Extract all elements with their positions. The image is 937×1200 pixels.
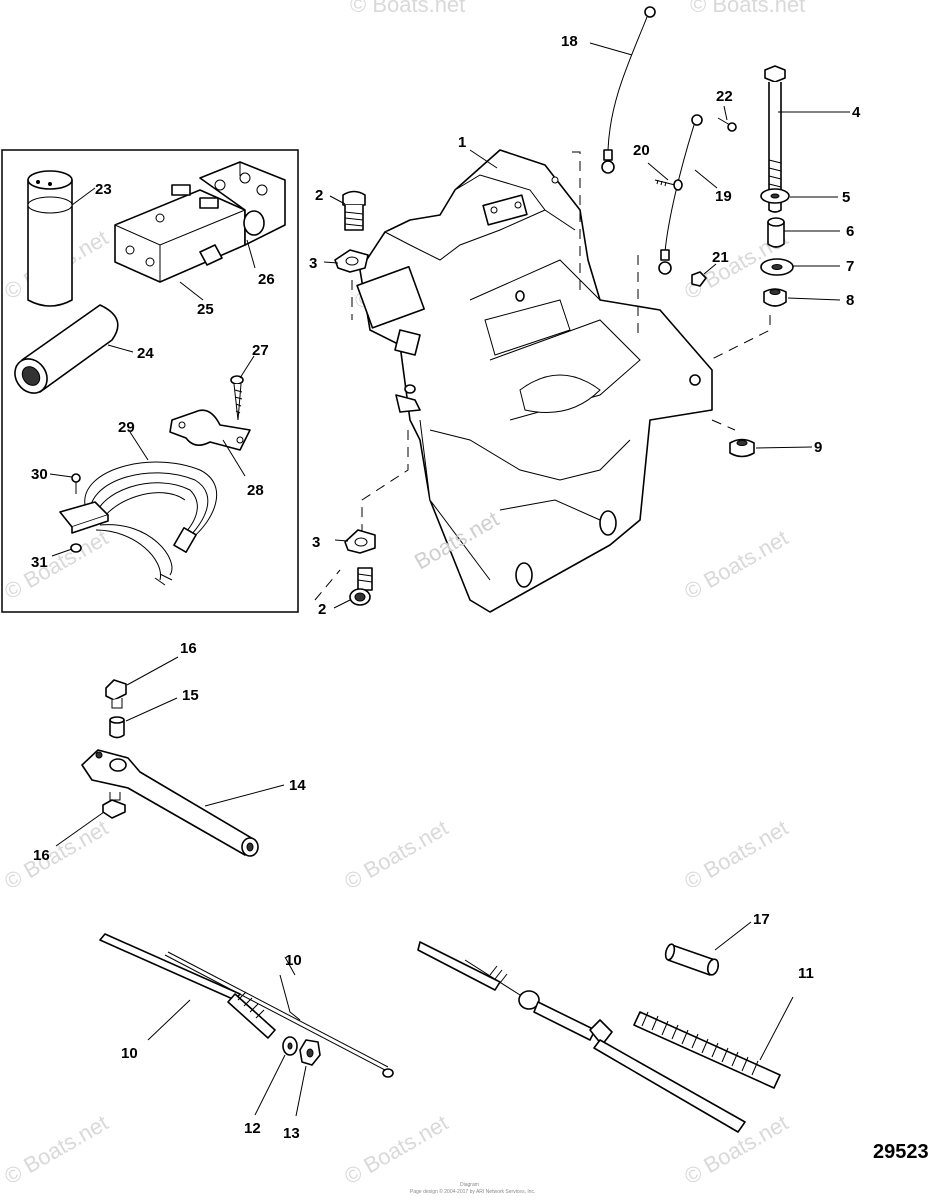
- callout-25: 25: [197, 301, 214, 318]
- callout-21: 21: [712, 249, 729, 266]
- callout-13: 13: [283, 1125, 300, 1142]
- callout-16: 16: [180, 640, 197, 657]
- part-30-screw: [71, 473, 81, 494]
- footer-line-2: Page design © 2004-2017 by ARI Network S…: [410, 1188, 535, 1195]
- callout-18: 18: [561, 33, 578, 50]
- callout-2: 2: [315, 187, 323, 204]
- center-cable-assembly: [417, 941, 746, 1133]
- part-2-bolt-top: [342, 190, 366, 231]
- callout-9: 9: [814, 439, 822, 456]
- figure-number: 29523: [873, 1141, 929, 1163]
- part-6-spacer: [767, 217, 785, 248]
- part-26-end-block: [199, 161, 286, 246]
- watermark: © Boats.net: [0, 525, 112, 604]
- leader-lines: [49, 42, 850, 1117]
- part-5-washer: [760, 188, 790, 204]
- part-29-wiring-harness: [84, 461, 218, 586]
- watermark: © Boats.net: [690, 0, 805, 17]
- part-19-ground-strap: [658, 114, 703, 275]
- callout-7: 7: [846, 258, 854, 275]
- part-2-bolt-bottom: [349, 567, 373, 606]
- inset-box: [1, 149, 299, 613]
- callout-16: 16: [33, 847, 50, 864]
- part-4-bolt: [764, 65, 786, 213]
- part-11-threaded-rod: [633, 1011, 781, 1089]
- part-25-valve-block: [114, 184, 246, 283]
- callout-23: 23: [95, 181, 112, 198]
- callout-20: 20: [633, 142, 650, 159]
- part-23-cylinder: [27, 170, 73, 307]
- watermark: © Boats.net: [340, 815, 452, 894]
- part-17-sleeve: [664, 943, 720, 976]
- part-15-pin: [109, 716, 125, 739]
- callout-1: 1: [458, 134, 466, 151]
- callout-11: 11: [798, 965, 814, 982]
- callout-6: 6: [846, 223, 854, 240]
- part-7-washer: [760, 258, 794, 276]
- part-16-screw-bottom: [102, 792, 126, 819]
- part-20-screw: [654, 179, 683, 191]
- part-27-screw: [230, 375, 244, 421]
- part-24-sleeve: [14, 304, 119, 394]
- watermark: © Boats.net: [0, 1110, 112, 1189]
- watermark: © Boats.net: [350, 0, 465, 17]
- callout-27: 27: [252, 342, 269, 359]
- part-10-cable-left: [99, 933, 276, 1039]
- callout-3: 3: [309, 255, 317, 272]
- callout-31: 31: [31, 554, 48, 571]
- callout-10: 10: [121, 1045, 138, 1062]
- watermarks: © Boats.net © Boats.net © Boats.net © Bo…: [0, 0, 805, 1189]
- callout-28: 28: [247, 482, 264, 499]
- callout-24: 24: [137, 345, 154, 362]
- callout-10: 10: [285, 952, 302, 969]
- callout-labels: 1 2 3 3 2 4 5 6 7 8 9 10 10 11 12 13 14 …: [31, 33, 861, 1142]
- part-3-tab-washer-bottom: [344, 529, 376, 554]
- part-21-nut: [691, 271, 707, 287]
- callout-4: 4: [852, 104, 861, 121]
- callout-26: 26: [258, 271, 275, 288]
- callout-14: 14: [289, 777, 306, 794]
- part-18-ground-strap: [601, 6, 656, 174]
- part-28-clamp: [169, 409, 251, 451]
- callout-19: 19: [715, 188, 732, 205]
- callout-12: 12: [244, 1120, 261, 1137]
- callout-3: 3: [312, 534, 320, 551]
- alignment-lines: [314, 151, 771, 601]
- part-3-tab-washer-top: [334, 249, 369, 273]
- part-16-screw-top: [105, 679, 127, 709]
- callout-15: 15: [182, 687, 199, 704]
- callout-22: 22: [716, 88, 733, 105]
- callout-30: 30: [31, 466, 48, 483]
- watermark: © Boats.net: [340, 1110, 452, 1189]
- part-12-washer: [282, 1036, 298, 1056]
- callout-8: 8: [846, 292, 854, 309]
- callout-5: 5: [842, 189, 850, 206]
- footer-line-1: Diagram: [460, 1182, 479, 1188]
- part-31-switch: [59, 501, 109, 553]
- part-14-tiller-arm: [81, 749, 259, 857]
- callout-29: 29: [118, 419, 135, 436]
- part-8-nut: [763, 288, 787, 307]
- part-22-screw: [717, 117, 737, 132]
- watermark: © Boats.net: [680, 815, 792, 894]
- part-10-cable-right: [164, 951, 394, 1078]
- callout-2: 2: [318, 601, 326, 618]
- part-9-nut: [729, 438, 755, 458]
- part-13-nut: [299, 1039, 321, 1066]
- part-1-bracket: [356, 149, 713, 613]
- watermark: © Boats.net: [680, 525, 792, 604]
- callout-17: 17: [753, 911, 770, 928]
- watermark: © Boats.net: [0, 815, 112, 894]
